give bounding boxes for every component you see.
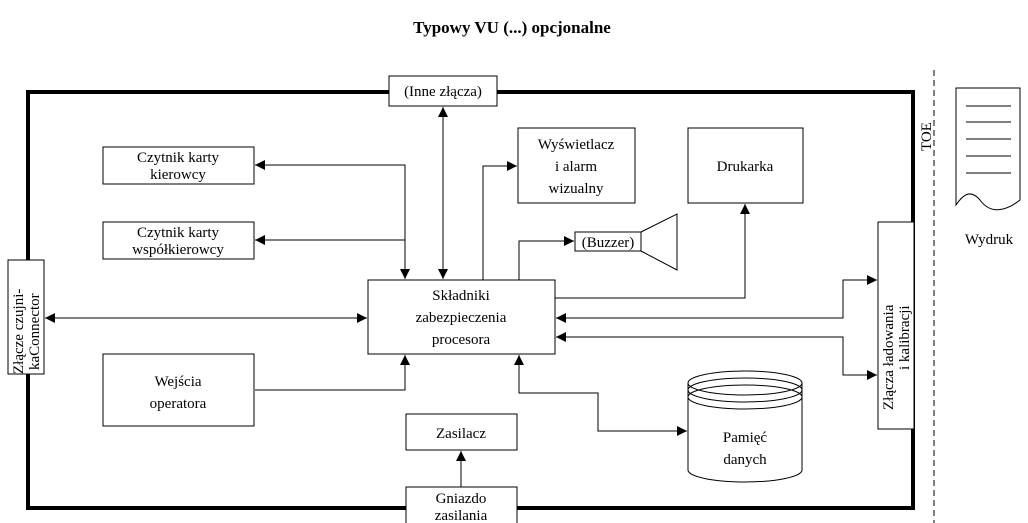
power-socket-label-1: Gniazdo bbox=[436, 491, 487, 507]
link-download-upper bbox=[556, 275, 877, 323]
printer-label: Drukarka bbox=[717, 159, 774, 175]
display-alarm-label-1: Wyświetlacz bbox=[538, 137, 615, 153]
sensor-connector-label-1: Złącze czujni- bbox=[11, 289, 27, 374]
display-alarm-label-2: i alarm bbox=[555, 159, 597, 175]
link-operator-inputs bbox=[255, 355, 410, 391]
link-buzzer bbox=[518, 236, 574, 280]
processor-label-3: procesora bbox=[432, 332, 491, 348]
power-socket-label-2: zasilania bbox=[435, 508, 488, 523]
power-supply-label: Zasilacz bbox=[436, 426, 486, 442]
buzzer-label: (Buzzer) bbox=[582, 235, 634, 251]
codriver-card-reader-box bbox=[102, 221, 255, 260]
display-alarm-label-3: wizualny bbox=[549, 181, 604, 197]
data-memory-label-1: Pamięć bbox=[723, 430, 767, 446]
other-connectors-label: (Inne złącza) bbox=[404, 84, 482, 100]
other-connectors-box bbox=[388, 75, 498, 107]
download-calibration-box bbox=[877, 221, 915, 430]
link-data-memory bbox=[514, 355, 687, 436]
link-download-lower bbox=[556, 332, 877, 380]
operator-inputs-label-1: Wejścia bbox=[154, 374, 201, 390]
power-socket-box bbox=[405, 486, 518, 523]
buzzer-box bbox=[574, 231, 642, 252]
speaker-icon bbox=[640, 213, 678, 271]
printout-icon bbox=[955, 87, 1021, 211]
download-calibration-label-2: i kalibracji bbox=[897, 305, 913, 370]
driver-card-reader-label-2: kierowcy bbox=[150, 167, 206, 183]
driver-card-reader-box bbox=[102, 146, 255, 185]
link-display bbox=[482, 161, 517, 280]
codriver-card-reader-label-1: Czytnik karty bbox=[137, 225, 220, 241]
processor-box bbox=[367, 279, 556, 355]
driver-card-reader-label-1: Czytnik karty bbox=[137, 150, 220, 166]
sensor-connector-label-2: kaConnector bbox=[27, 293, 43, 370]
display-alarm-box bbox=[517, 127, 636, 204]
processor-label-1: Składniki bbox=[432, 288, 490, 304]
printout-label: Wydruk bbox=[965, 232, 1014, 248]
processor-label-2: zabezpieczenia bbox=[416, 310, 507, 326]
codriver-card-reader-label-2: współkierowcy bbox=[132, 242, 224, 258]
operator-inputs-label-2: operatora bbox=[150, 396, 207, 412]
sensor-connector-box bbox=[7, 259, 45, 375]
data-memory-label-2: danych bbox=[723, 452, 767, 468]
link-driver-reader bbox=[255, 160, 410, 279]
operator-inputs-box bbox=[102, 353, 255, 427]
diagram-title: Typowy VU (...) opcjonalne bbox=[413, 18, 611, 37]
download-calibration-label-1: Złącza ładowania bbox=[881, 304, 897, 410]
toe-label: TOE bbox=[919, 122, 935, 151]
printer-box bbox=[687, 127, 804, 204]
